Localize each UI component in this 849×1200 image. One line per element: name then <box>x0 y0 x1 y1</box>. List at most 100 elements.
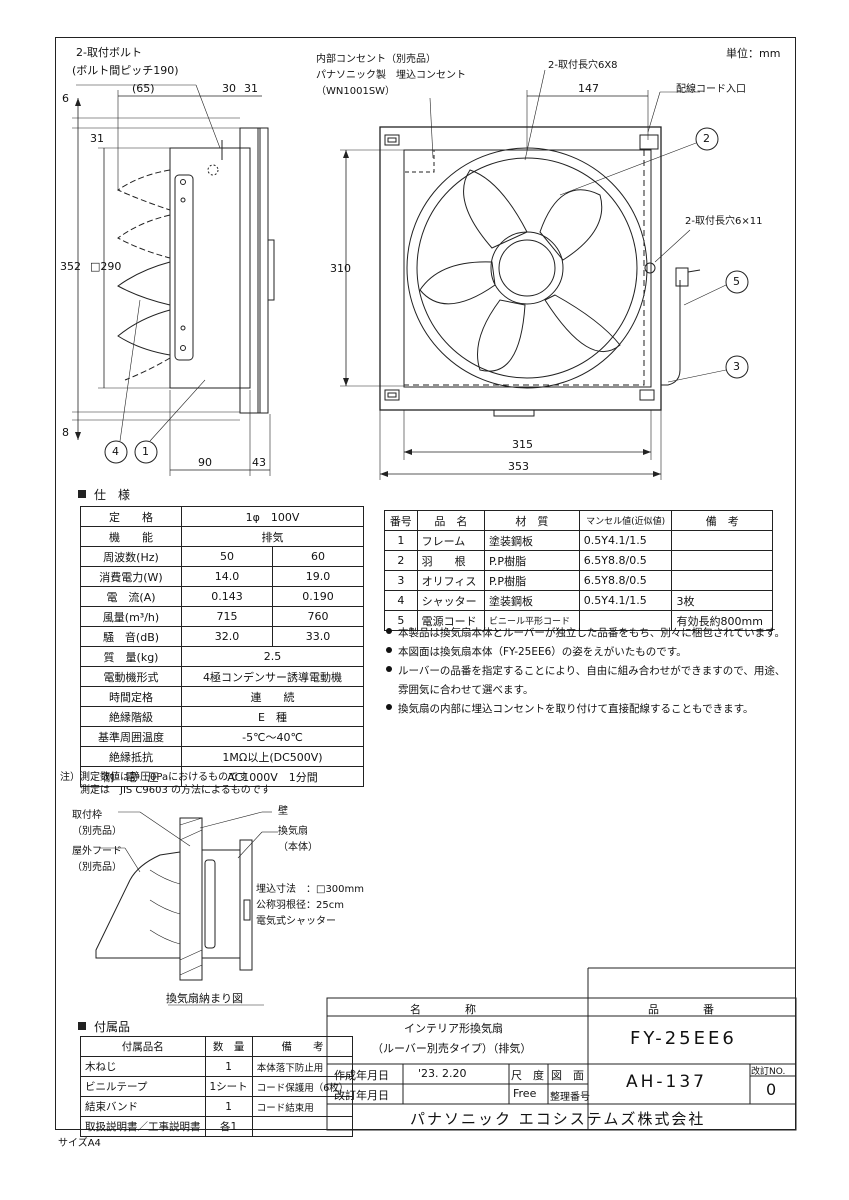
dim-90: 90 <box>198 456 212 469</box>
dim-290: □290 <box>90 260 122 273</box>
spec-value-50hz: 715 <box>181 606 273 627</box>
spec-note-2: 測定は JIS C9603 の方法によるものです <box>60 785 271 796</box>
parts-cell: 塗装鋼板 <box>484 590 580 611</box>
dim-31b: 31 <box>90 132 104 145</box>
spec-note-1: 注）測定数値は静圧0Paにおけるものです <box>60 772 249 783</box>
spec-value: 4極コンデンサー誘導電動機 <box>181 666 364 687</box>
parts-cell <box>671 530 773 551</box>
note-item: 本図面は換気扇本体（FY-25EE6）の姿をえがいたものです。 <box>386 645 786 660</box>
parts-header: 材 質 <box>484 510 580 531</box>
parts-cell <box>671 550 773 571</box>
parts-cell: フレーム <box>416 530 486 551</box>
spec-value-60hz: 19.0 <box>272 566 364 587</box>
spec-value: 1MΩ以上(DC500V) <box>181 746 364 767</box>
acc-header: 数 量 <box>204 1036 253 1057</box>
spec-row: 時間定格連 続 <box>80 686 364 707</box>
acc-cell: 1シート <box>204 1076 253 1097</box>
dim-310: 310 <box>330 262 351 275</box>
parts-cell: P.P樹脂 <box>484 570 580 591</box>
spec-value: 1φ 100V <box>181 506 364 527</box>
tb-ref-label: 整理番号 <box>550 1092 590 1103</box>
acc-header: 備 考 <box>251 1036 354 1057</box>
bolt-pitch: (ボルト間ピッチ190) <box>72 64 179 77</box>
tb-scale-value: Free <box>513 1087 537 1100</box>
frame-sub: （別売品） <box>72 826 122 837</box>
tb-revised-label: 改訂年月日 <box>334 1089 389 1102</box>
parts-header-row: 番号品 名材 質マンセル値(近似値)備 考 <box>384 510 773 531</box>
bullet-icon <box>386 628 392 634</box>
spec-value-50hz: 14.0 <box>181 566 273 587</box>
note-item: 換気扇の内部に埋込コンセントを取り付けて直接配線することもできます。 <box>386 702 786 717</box>
spec-value-60hz: 60 <box>272 546 364 567</box>
spec-row: 機 能排気 <box>80 526 364 547</box>
parts-cell: 0.5Y4.1/1.5 <box>578 530 673 551</box>
outlet-label-2: パナソニック製 埋込コンセント <box>316 70 466 81</box>
slot-label-2: 2-取付長穴6×11 <box>685 216 763 227</box>
dim-352: 352 <box>60 260 81 273</box>
acc-cell: 各1 <box>204 1116 253 1137</box>
tb-name-line-1: インテリア形換気扇 <box>404 1022 503 1035</box>
callout-1: 1 <box>142 445 149 458</box>
tb-created-value: '23. 2.20 <box>418 1067 467 1080</box>
parts-cell <box>578 610 673 631</box>
spec-value-50hz: 32.0 <box>181 626 273 647</box>
dim-147: 147 <box>578 82 599 95</box>
dim-65: (65) <box>132 82 155 95</box>
hood-label: 屋外フード <box>72 846 122 857</box>
install-caption: 換気扇納まり図 <box>166 992 243 1005</box>
tb-drawing-no: AH-137 <box>626 1072 707 1092</box>
dim-8: 8 <box>62 426 69 439</box>
bullet-icon <box>386 704 392 710</box>
dim-315: 315 <box>512 438 533 451</box>
bullet-icon <box>386 647 392 653</box>
parts-cell: 6.5Y8.8/0.5 <box>578 570 673 591</box>
parts-cell: P.P樹脂 <box>484 550 580 571</box>
parts-cell: 2 <box>384 550 418 571</box>
callout-5: 5 <box>733 275 740 288</box>
parts-header: 番号 <box>384 510 418 531</box>
fan-label: 換気扇 <box>278 826 308 837</box>
acc-header-row: 付属品名数 量備 考 <box>80 1036 354 1057</box>
parts-header: マンセル値(近似値) <box>578 510 673 531</box>
spec-value-60hz: 0.190 <box>272 586 364 607</box>
spec-value-60hz: 760 <box>272 606 364 627</box>
parts-cell <box>671 570 773 591</box>
fan-ring <box>406 147 648 389</box>
parts-cell: オリフィス <box>416 570 486 591</box>
spec-value: 排気 <box>181 526 364 547</box>
spec-label: 時間定格 <box>80 686 182 707</box>
spec-label: 風量(m³/h) <box>80 606 182 627</box>
acc-cell <box>251 1116 354 1137</box>
bullet-icon <box>386 666 392 672</box>
parts-cell: 塗装鋼板 <box>484 530 580 551</box>
outlet-label-1: 内部コンセント（別売品） <box>316 54 436 65</box>
parts-cell: 3枚 <box>671 590 773 611</box>
install-spec-2: 公称羽根径：25cm <box>256 900 344 911</box>
spec-row: 基準周囲温度-5℃～40℃ <box>80 726 364 747</box>
callout-4: 4 <box>112 445 119 458</box>
note-item: 雰囲気に合わせて選べます。 <box>398 684 534 696</box>
spec-label: 絶縁抵抗 <box>80 746 182 767</box>
spec-value: 2.5 <box>181 646 364 667</box>
tb-rev-no-label: 改訂NO. <box>751 1067 786 1077</box>
tb-drawing-label: 図 面 <box>551 1069 584 1082</box>
tb-company: パナソニック エコシステムズ株式会社 <box>410 1110 706 1128</box>
wall-label: 壁 <box>278 806 288 817</box>
install-spec-1: 埋込寸法 ：□300mm <box>256 884 365 895</box>
parts-cell: シャッター <box>416 590 486 611</box>
parts-cell: 電源コード <box>416 610 486 631</box>
parts-cell: ビニール平形コード <box>484 610 580 631</box>
parts-cell: 0.5Y4.1/1.5 <box>578 590 673 611</box>
acc-cell: 取扱説明書／工事説明書 <box>80 1116 206 1137</box>
